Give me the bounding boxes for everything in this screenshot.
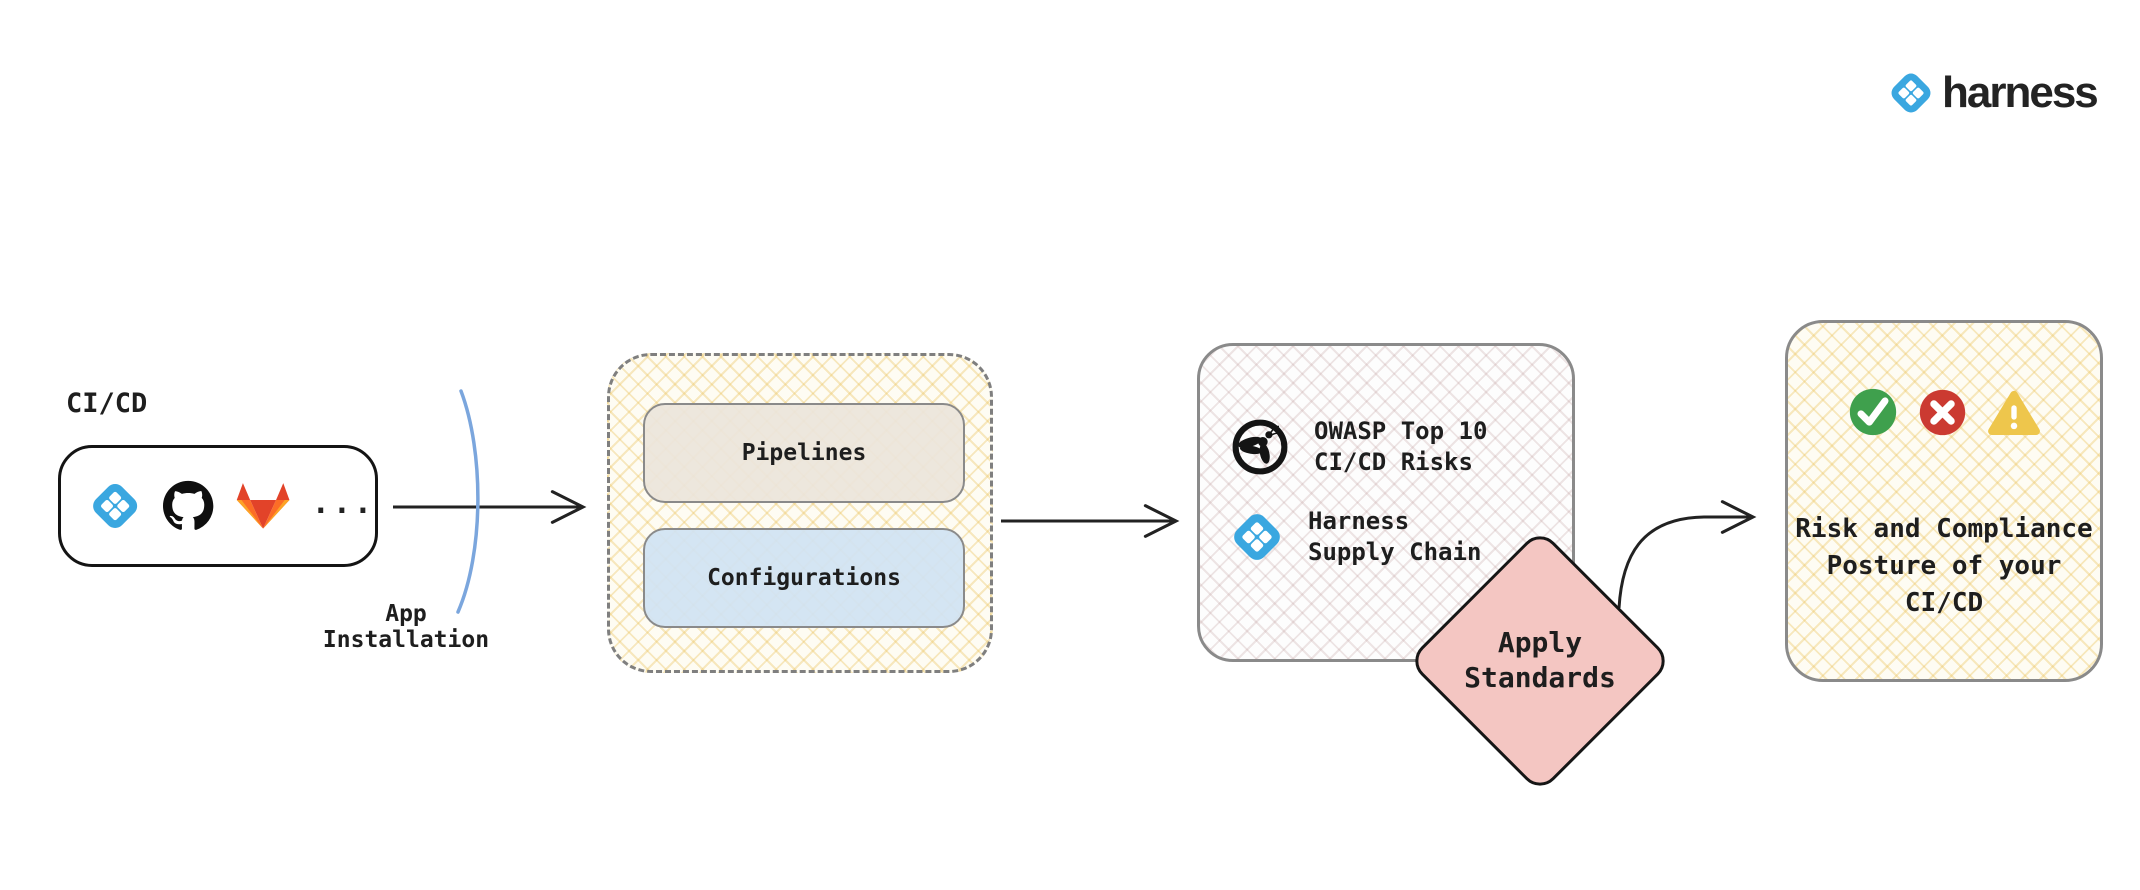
more-tools-ellipsis: ...	[311, 485, 375, 521]
warning-icon	[1987, 390, 2040, 436]
outcome-label: Risk and Compliance Posture of your CI/C…	[1795, 514, 2093, 618]
owasp-row: OWASP Top 10 CI/CD Risks	[1230, 416, 1487, 478]
pipeline-group-node: Pipelines Configurations	[607, 353, 993, 673]
github-icon	[163, 480, 214, 530]
configurations-node: Configurations	[643, 528, 965, 628]
status-icons-row	[1788, 387, 2100, 437]
app-installation-label: App Installation	[322, 601, 490, 653]
check-icon	[1849, 388, 1896, 436]
apply-standards-label: Apply Standards	[1464, 626, 1616, 694]
harness-icon	[93, 483, 138, 529]
harness-supply-chain-label: Harness Supply Chain	[1308, 507, 1482, 566]
harness-supply-chain-row: Harness Supply Chain	[1230, 506, 1481, 568]
gitlab-icon	[236, 483, 290, 529]
cicd-tools-node: ...	[58, 445, 378, 567]
cross-icon	[1919, 389, 1965, 435]
standards-node: OWASP Top 10 CI/CD Risks Harness Supply …	[1197, 343, 1575, 662]
outcome-node: Risk and Compliance Posture of your CI/C…	[1785, 320, 2103, 682]
brand-wordmark: harness	[1942, 68, 2099, 117]
cicd-label: CI/CD	[66, 388, 148, 419]
arrow-diamond-to-outcome	[1617, 500, 1757, 609]
configurations-label: Configurations	[707, 565, 901, 591]
owasp-icon	[1232, 419, 1288, 475]
harness-icon	[1234, 514, 1280, 560]
owasp-label: OWASP Top 10 CI/CD Risks	[1314, 417, 1488, 476]
app-installation-arc	[456, 389, 480, 614]
harness-logo: harness	[1888, 68, 2099, 118]
pipelines-node: Pipelines	[643, 403, 965, 503]
harness-logo-icon	[1891, 73, 1931, 113]
pipelines-label: Pipelines	[741, 440, 867, 466]
